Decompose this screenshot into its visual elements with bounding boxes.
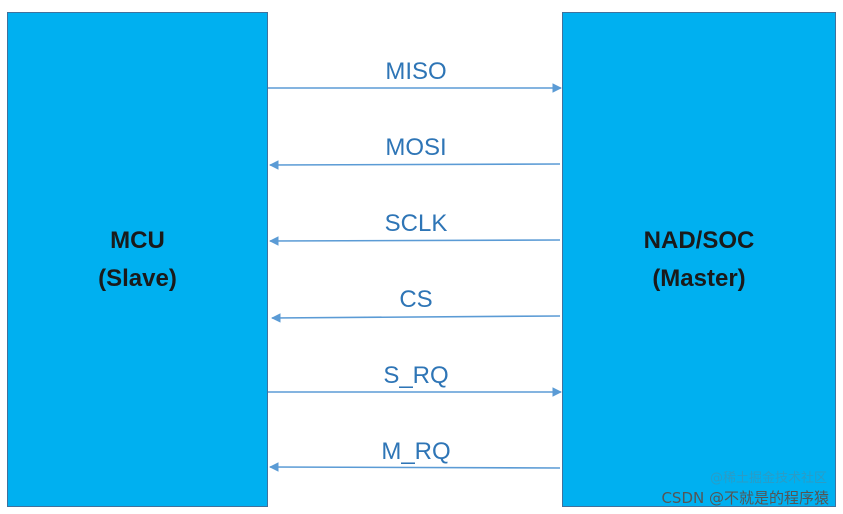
csdn-watermark: CSDN @不就是的程序猿	[661, 489, 829, 507]
nad-soc-title: NAD/SOC	[643, 226, 755, 254]
signal-label-miso: MISO	[385, 58, 447, 85]
cs-arrow	[271, 313, 561, 323]
sclk-arrow	[269, 236, 561, 246]
signal-label-m-rq: M_RQ	[381, 438, 451, 465]
mcu-title: MCU	[110, 226, 165, 254]
m-rq-arrow	[269, 462, 561, 472]
nad-soc-role: (Master)	[652, 264, 746, 292]
signal-label-s-rq: S_RQ	[383, 362, 449, 389]
watermark-ghost-text: @稀土掘金技术社区	[709, 471, 827, 486]
nad-soc-master-block: NAD/SOC (Master)	[562, 12, 836, 507]
mcu-role: (Slave)	[98, 264, 177, 292]
mosi-arrow	[269, 160, 561, 170]
signal-label-mosi: MOSI	[385, 134, 447, 161]
signal-label-cs: CS	[399, 286, 433, 313]
signal-label-sclk: SCLK	[384, 210, 448, 237]
mcu-slave-block: MCU (Slave)	[7, 12, 268, 507]
